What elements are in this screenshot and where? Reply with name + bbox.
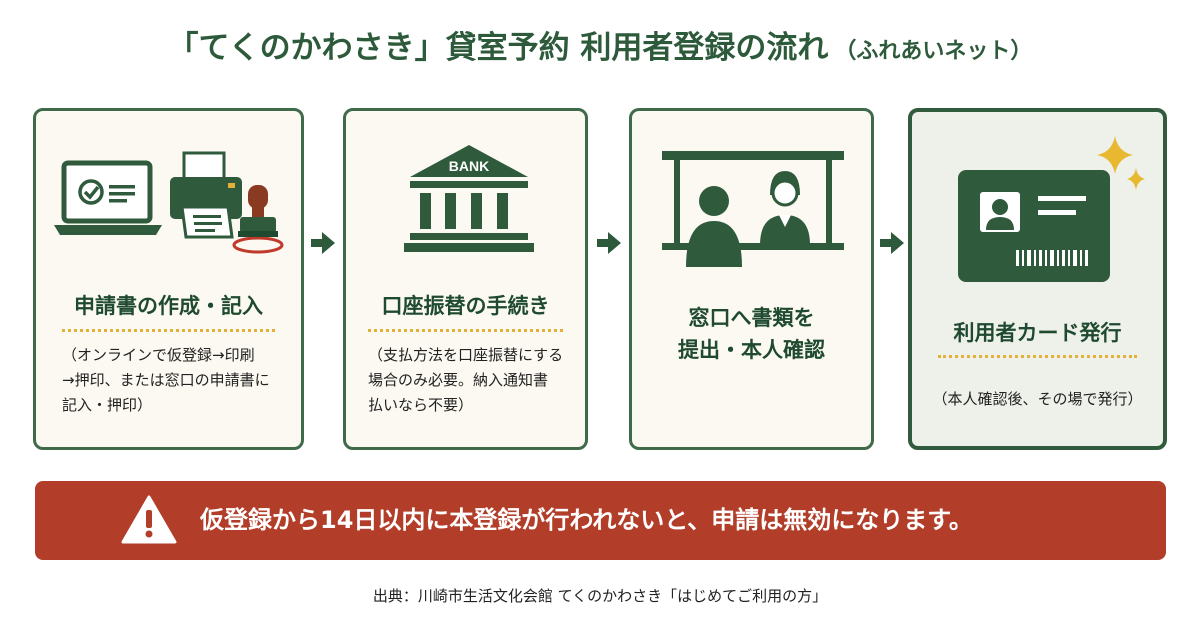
- id-card-icon: [958, 170, 1110, 282]
- divider: [938, 355, 1137, 358]
- laptop-icon: [54, 160, 162, 235]
- source-citation: 出典：川崎市生活文化会館 てくのかわさき「はじめてご利用の方」: [372, 587, 828, 605]
- step-heading: 利用者カード発行: [953, 321, 1122, 345]
- divider: [368, 329, 563, 332]
- warning-text: 仮登録から14日以内に本登録が行われないと、申請は無効になります。: [200, 506, 973, 534]
- counter-icon: [662, 151, 844, 267]
- divider: [62, 329, 275, 332]
- step-note: （本人確認後、その場で発行）: [932, 390, 1143, 408]
- warning-icon: [121, 495, 177, 544]
- step-note: （オンラインで仮登録→印刷 →押印、または窓口の申請書に 記入・押印）: [62, 346, 270, 414]
- step-heading: 窓口へ書類を 提出・本人確認: [678, 306, 825, 362]
- bank-icon: BANK: [404, 145, 534, 252]
- bank-label: BANK: [449, 158, 489, 174]
- step-card-application: 申請書の作成・記入 （オンラインで仮登録→印刷 →押印、または窓口の申請書に 記…: [33, 108, 304, 450]
- warning-banner: 仮登録から14日以内に本登録が行われないと、申請は無効になります。: [35, 481, 1166, 560]
- arrow-icon: [597, 232, 621, 254]
- title-sub: （ふれあいネット）: [834, 39, 1033, 64]
- page-title: 「てくのかわさき」貸室予約 利用者登録の流れ（ふれあいネット）: [0, 22, 1200, 67]
- sparkle-icon: [1097, 136, 1145, 190]
- printer-icon: [170, 151, 242, 239]
- step-heading: 口座振替の手続き: [381, 294, 550, 318]
- title-main: 「てくのかわさき」貸室予約 利用者登録の流れ: [167, 30, 829, 66]
- step-heading: 申請書の作成・記入: [74, 294, 263, 318]
- step-card-counter: 窓口へ書類を 提出・本人確認: [629, 108, 874, 450]
- stamp-icon: [232, 185, 284, 254]
- step-card-bank-transfer: BANK 口座振替の手続き （支払方法を口座振替にする 場合のみ必要。納入通知書…: [343, 108, 588, 450]
- arrow-icon: [311, 232, 335, 254]
- arrow-icon: [880, 232, 904, 254]
- step-card-card-issuance: 利用者カード発行 （本人確認後、その場で発行）: [908, 108, 1167, 450]
- step-note: （支払方法を口座振替にする 場合のみ必要。納入通知書 払いなら不要）: [368, 346, 564, 414]
